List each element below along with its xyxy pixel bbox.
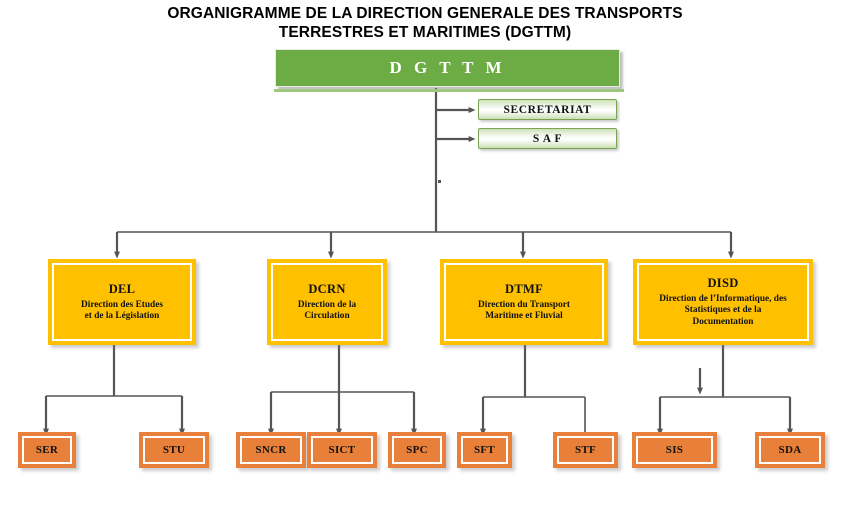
node-sict-label: SICT — [328, 444, 356, 456]
node-stu-inner: STU — [143, 436, 205, 464]
node-sis-inner: SIS — [636, 436, 713, 464]
node-disd-desc: Direction de l’Informatique, des Statist… — [659, 294, 786, 329]
node-saf[interactable]: S A F — [478, 128, 617, 149]
node-del-desc: Direction des Etudes et de la Législatio… — [81, 300, 163, 323]
node-sft-inner: SFT — [461, 436, 508, 464]
node-sict-inner: SICT — [311, 436, 373, 464]
node-sncr-label: SNCR — [255, 444, 287, 456]
node-disd-desc-line-1: Direction de l’Informatique, des — [659, 293, 787, 304]
node-dgttm-label: D G T T M — [389, 58, 506, 77]
node-sft-label: SFT — [473, 444, 496, 456]
node-ser[interactable]: SER — [18, 432, 76, 468]
node-del[interactable]: DEL Direction des Etudes et de la Législ… — [48, 259, 196, 345]
node-secretariat[interactable]: SECRETARIAT — [478, 99, 617, 120]
node-sda-inner: SDA — [759, 436, 821, 464]
page-title-line-1: ORGANIGRAMME DE LA DIRECTION GENERALE DE… — [167, 5, 683, 22]
node-sict[interactable]: SICT — [307, 432, 377, 468]
page-title-line-2: TERRESTRES ET MARITIMES (DGTTM) — [278, 24, 572, 41]
node-stf[interactable]: STF — [553, 432, 618, 468]
node-stu[interactable]: STU — [139, 432, 209, 468]
root-underline — [274, 89, 624, 92]
node-ser-inner: SER — [22, 436, 72, 464]
node-sda[interactable]: SDA — [755, 432, 825, 468]
node-dtmf-inner: DTMF Direction du Transport Maritime et … — [444, 263, 604, 341]
node-ser-label: SER — [35, 444, 59, 456]
node-sis-label: SIS — [665, 444, 684, 456]
node-dcrn[interactable]: DCRN Direction de la Circulation — [267, 259, 387, 345]
node-sncr[interactable]: SNCR — [236, 432, 306, 468]
node-saf-label: S A F — [532, 132, 563, 145]
node-stu-label: STU — [162, 444, 186, 456]
node-del-desc-line-1: Direction des Etudes — [81, 299, 163, 310]
node-spc-inner: SPC — [392, 436, 442, 464]
node-dcrn-desc-line-2: Circulation — [304, 311, 350, 321]
node-dcrn-desc-line-1: Direction de la — [297, 299, 357, 310]
node-sncr-inner: SNCR — [240, 436, 302, 464]
node-dtmf-code: DTMF — [505, 281, 543, 296]
node-dgttm[interactable]: D G T T M — [275, 49, 620, 87]
node-sis[interactable]: SIS — [632, 432, 717, 468]
node-del-code: DEL — [108, 281, 136, 296]
node-disd-code: DISD — [707, 275, 739, 290]
node-spc-label: SPC — [406, 444, 428, 456]
node-dcrn-inner: DCRN Direction de la Circulation — [271, 263, 383, 341]
node-disd-inner: DISD Direction de l’Informatique, des St… — [637, 263, 809, 341]
node-stf-label: STF — [574, 444, 597, 456]
node-stf-inner: STF — [557, 436, 614, 464]
node-spc[interactable]: SPC — [388, 432, 446, 468]
node-disd-desc-line-3: Documentation — [692, 316, 754, 327]
node-dtmf-desc: Direction du Transport Maritime et Fluvi… — [478, 300, 570, 323]
page-title: ORGANIGRAMME DE LA DIRECTION GENERALE DE… — [0, 4, 850, 42]
node-sft[interactable]: SFT — [457, 432, 512, 468]
node-dtmf[interactable]: DTMF Direction du Transport Maritime et … — [440, 259, 608, 345]
node-del-inner: DEL Direction des Etudes et de la Législ… — [52, 263, 192, 341]
node-dtmf-desc-line-1: Direction du Transport — [478, 299, 570, 310]
node-del-desc-line-2: et de la Législation — [84, 311, 160, 321]
spine-speck — [438, 180, 441, 183]
node-disd-desc-line-2: Statistiques et de la — [684, 305, 762, 316]
node-secretariat-label: SECRETARIAT — [503, 103, 592, 116]
node-disd[interactable]: DISD Direction de l’Informatique, des St… — [633, 259, 813, 345]
node-dcrn-desc: Direction de la Circulation — [298, 300, 356, 323]
node-dtmf-desc-line-2: Maritime et Fluvial — [485, 311, 563, 321]
node-dcrn-code: DCRN — [308, 281, 346, 296]
node-sda-label: SDA — [778, 444, 802, 456]
